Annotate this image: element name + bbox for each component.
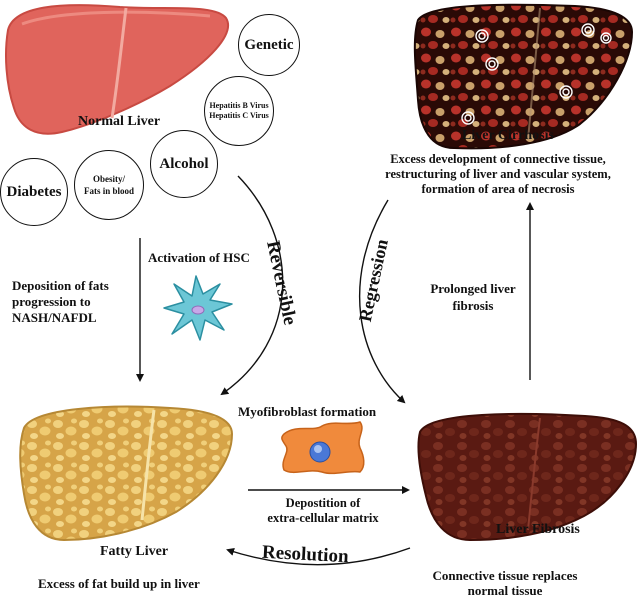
fibrosis-description-line-2: normal tissue: [467, 583, 543, 598]
obesity-label: Obesity/: [92, 174, 125, 184]
necrosis-spiral-icons: [461, 23, 612, 125]
fats-in-blood-label: Fats in blood: [83, 186, 134, 196]
fat-deposition-line-1: Deposition of fats: [12, 278, 109, 293]
genetic-label: Genetic: [244, 36, 294, 53]
cirrhosis-description-line-2: restructuring of liver and vascular syst…: [385, 167, 611, 181]
cirrhosis-liver-label: Liver Cirrhosis: [462, 128, 554, 143]
fatty-liver-illustration: [19, 405, 234, 542]
fibrosis-liver-illustration: [417, 412, 638, 542]
ecm-line-2: extra-cellular matrix: [267, 511, 379, 525]
hsc-cell-illustration: [163, 275, 233, 341]
diabetes-circle: Diabetes: [0, 158, 68, 226]
fat-deposition-text: Deposition of fats progression to NASH/N…: [12, 278, 109, 326]
diabetes-label: Diabetes: [6, 183, 62, 200]
obesity-circle: Obesity/ Fats in blood: [74, 150, 144, 220]
resolution-arc-arrow: [226, 547, 411, 566]
hepatitis-b-label: Hepatitis B Virus: [209, 101, 269, 110]
fibrosis-description-line-1: Connective tissue replaces: [432, 568, 578, 583]
cirrhosis-description-line-3: formation of area of necrosis: [421, 182, 575, 196]
fibrosis-liver-label: Liver Fibrosis: [496, 522, 580, 537]
hsc-activation-label: Activation of HSC: [148, 250, 250, 265]
resolution-label: Resolution: [261, 541, 350, 568]
prolonged-line-2: fibrosis: [452, 298, 494, 313]
fibrosis-description: Connective tissue replaces normal tissue: [420, 568, 590, 598]
hepatitis-c-label: Hepatitis C Virus: [209, 111, 269, 120]
normal-liver-illustration: [5, 4, 229, 135]
fat-deposition-line-3: NASH/NAFDL: [12, 310, 97, 325]
myofibroblast-label: Myofibroblast formation: [238, 404, 377, 419]
prolonged-fibrosis-text: Prolonged liver fibrosis: [420, 280, 526, 314]
genetic-circle: Genetic: [238, 14, 300, 76]
cirrhosis-description-line-1: Excess development of connective tissue,: [390, 152, 606, 166]
normal-liver-label: Normal Liver: [78, 114, 161, 129]
ecm-deposition-text: Depostition of extra-cellular matrix: [248, 496, 398, 526]
fat-deposition-line-2: progression to: [12, 294, 91, 309]
reversible-arc-arrow: [220, 175, 284, 396]
fatty-liver-description: Excess of fat build up in liver: [38, 576, 200, 591]
regression-arc-arrow: [359, 199, 406, 404]
cirrhosis-liver-illustration: [413, 3, 634, 150]
hepatitis-circle: Hepatitis B Virus Hepatitis C Virus: [204, 76, 274, 146]
cirrhosis-description: Excess development of connective tissue,…: [360, 152, 636, 197]
alcohol-label: Alcohol: [159, 155, 209, 172]
ecm-line-1: Depostition of: [285, 496, 361, 510]
alcohol-circle: Alcohol: [150, 130, 218, 198]
prolonged-line-1: Prolonged liver: [430, 281, 516, 296]
fatty-liver-label: Fatty Liver: [100, 544, 169, 559]
myofibroblast-cell-illustration: [281, 421, 365, 475]
